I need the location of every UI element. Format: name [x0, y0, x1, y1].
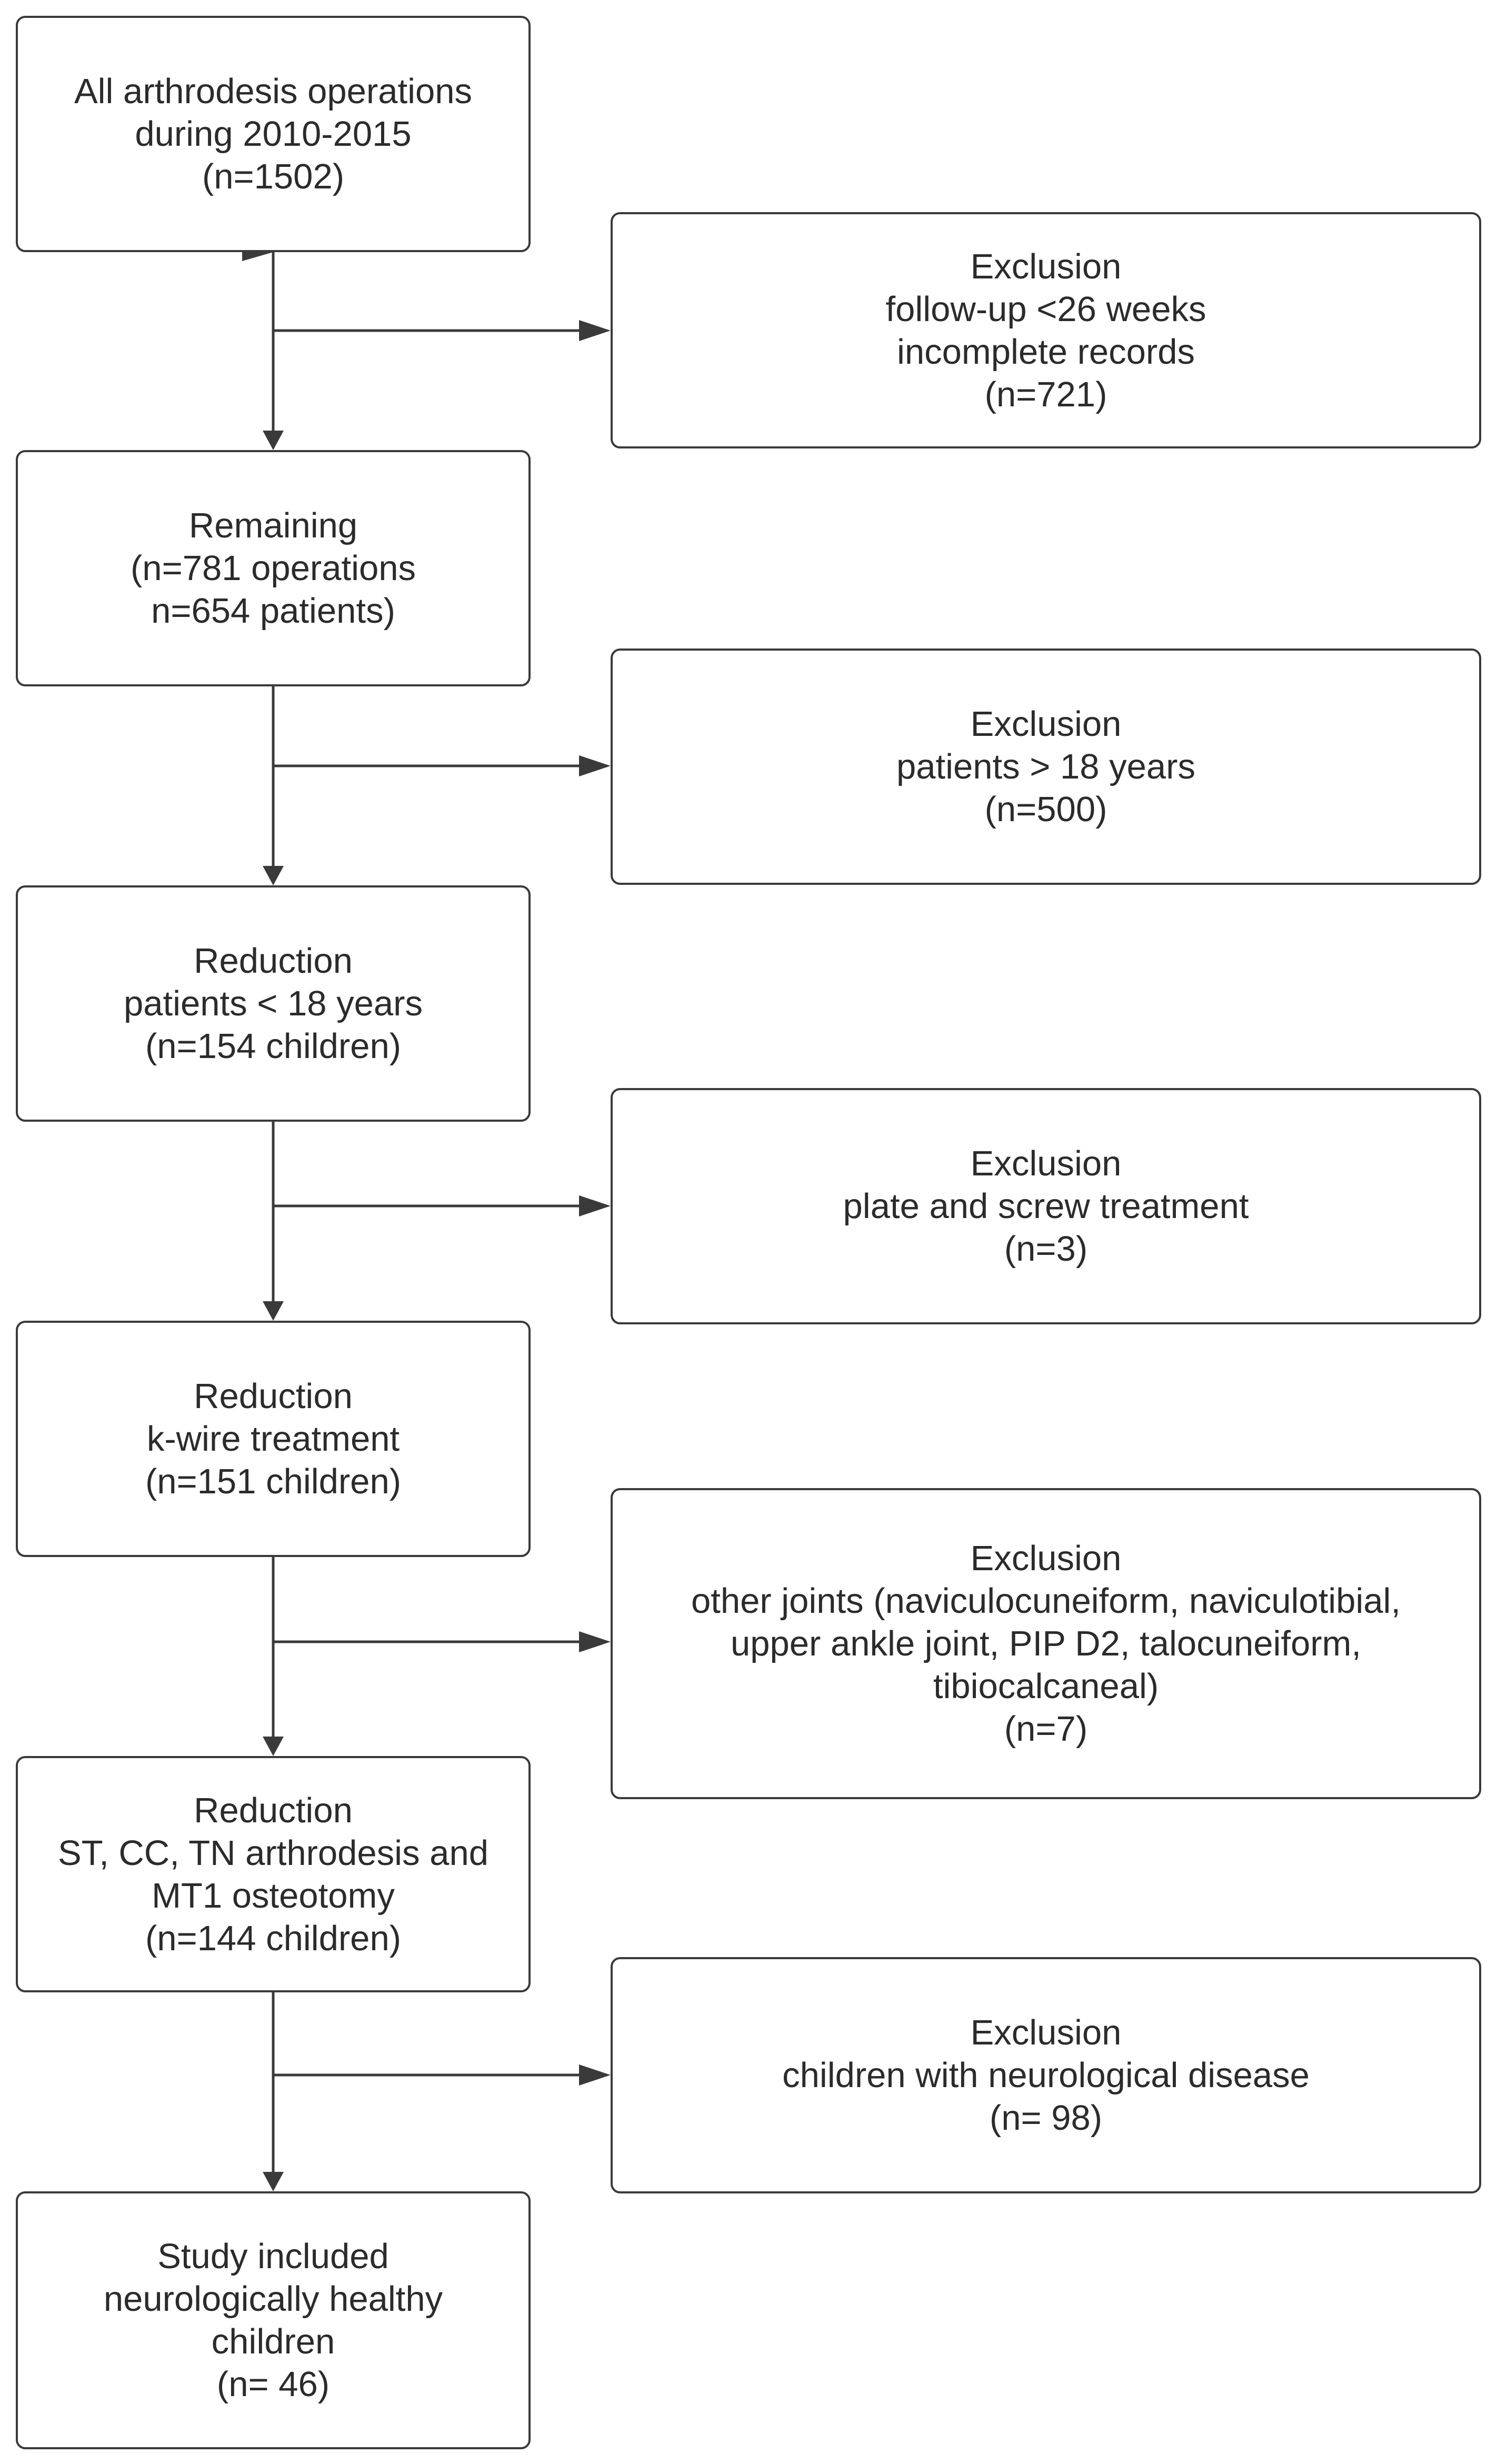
step-box-reduction-age: Reduction patients < 18 years (n=154 chi… — [16, 885, 531, 1122]
step-text-study-included: Study included neurologically healthy ch… — [103, 2237, 443, 2404]
arrowhead-right-joints — [579, 1631, 611, 1652]
arrowhead-down-reduction-kwire — [263, 1301, 284, 1321]
step-text-all-operations: All arthrodesis operations during 2010-2… — [74, 72, 472, 196]
exclusion-text-neurological: Exclusion children with neurological dis… — [782, 2013, 1310, 2138]
exclusion-box-other-joints: Exclusion other joints (naviculocuneifor… — [611, 1488, 1481, 1799]
arrowhead-down-study — [263, 2172, 284, 2191]
step-box-all-operations: All arthrodesis operations during 2010-2… — [16, 16, 531, 252]
step-box-study-included: Study included neurologically healthy ch… — [16, 2191, 531, 2449]
arrowhead-right-age — [579, 755, 611, 776]
exclusion-text-age: Exclusion patients > 18 years (n=500) — [896, 704, 1195, 829]
exclusion-box-plate-screw: Exclusion plate and screw treatment (n=3… — [611, 1088, 1481, 1324]
step-text-remaining: Remaining (n=781 operations n=654 patien… — [131, 506, 416, 631]
exclusion-box-age: Exclusion patients > 18 years (n=500) — [611, 649, 1481, 885]
step-box-reduction-joints: Reduction ST, CC, TN arthrodesis and MT1… — [16, 1756, 531, 1992]
step-text-reduction-joints: Reduction ST, CC, TN arthrodesis and MT1… — [58, 1790, 488, 1958]
step-box-remaining: Remaining (n=781 operations n=654 patien… — [16, 450, 531, 686]
arrowhead-right-neuro — [579, 2064, 611, 2086]
exclusion-text-other-joints: Exclusion other joints (naviculocuneifor… — [691, 1539, 1401, 1749]
exclusion-text-followup: Exclusion follow-up <26 weeks incomplete… — [885, 246, 1206, 414]
exclusion-box-neurological: Exclusion children with neurological dis… — [611, 1957, 1481, 2193]
arrowhead-down-remaining — [263, 431, 284, 450]
arrowhead-right-followup — [579, 320, 611, 341]
arrowhead-right-plate — [579, 1195, 611, 1216]
exclusion-box-followup: Exclusion follow-up <26 weeks incomplete… — [611, 212, 1481, 448]
arrowhead-down-reduction-joints — [263, 1737, 284, 1756]
arrowhead-down-reduction-age — [263, 866, 284, 885]
exclusion-text-plate-screw: Exclusion plate and screw treatment (n=3… — [843, 1144, 1249, 1269]
step-text-reduction-kwire: Reduction k-wire treatment (n=151 childr… — [145, 1376, 402, 1501]
step-text-reduction-age: Reduction patients < 18 years (n=154 chi… — [124, 941, 423, 1066]
step-box-reduction-kwire: Reduction k-wire treatment (n=151 childr… — [16, 1321, 531, 1557]
